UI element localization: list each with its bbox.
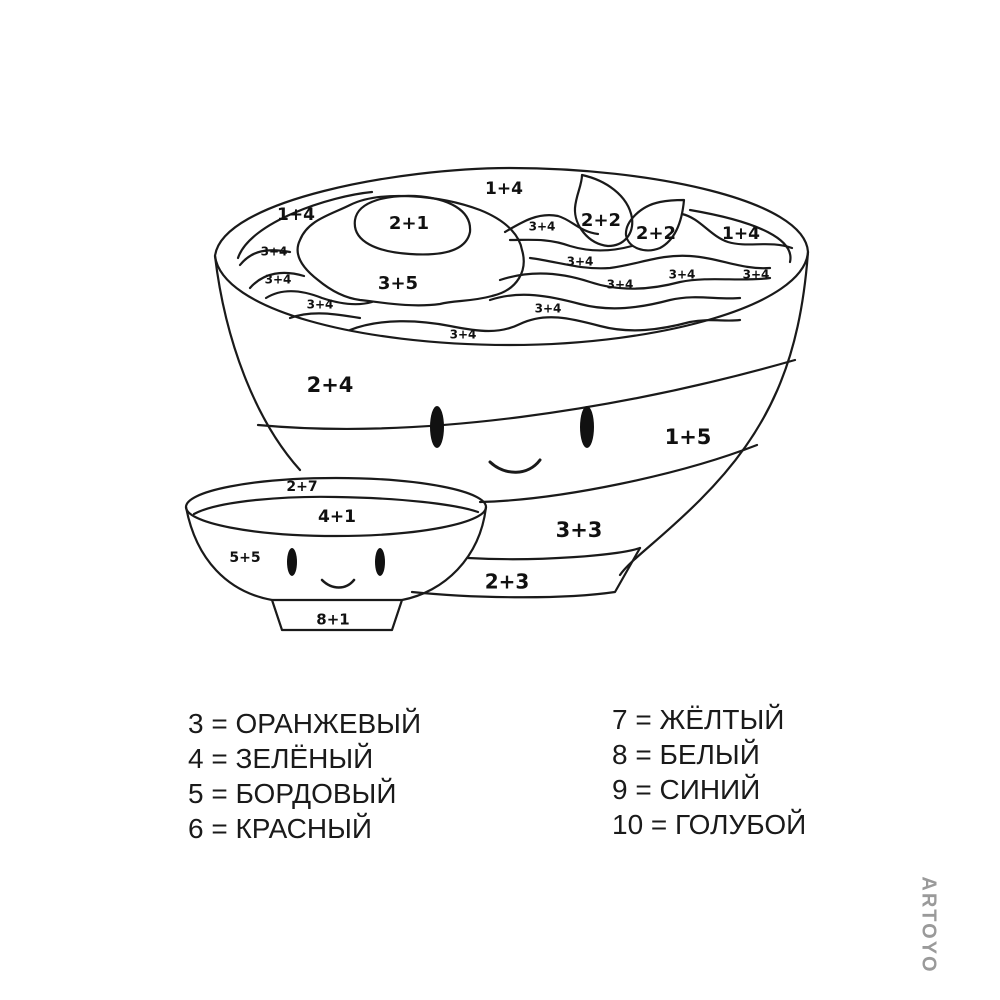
label-small-soup: 4+1	[318, 507, 356, 527]
color-legend-left: 3 = ОРАНЖЕВЫЙ 4 = ЗЕЛЁНЫЙ 5 = БОРДОВЫЙ 6…	[188, 706, 421, 846]
egg-white	[296, 194, 525, 307]
noodle-line	[528, 254, 772, 270]
noodle-line	[348, 316, 742, 333]
noodle-line	[288, 312, 362, 320]
legend-item: 7 = ЖЁЛТЫЙ	[612, 704, 785, 735]
label-small-base: 8+1	[316, 611, 349, 629]
noodle-line	[680, 212, 794, 250]
noodle-line	[238, 249, 292, 267]
label-upper-band: 2+4	[307, 373, 354, 397]
big-bowl-band-low	[466, 546, 642, 561]
big-bowl-band-top	[256, 358, 797, 430]
big-bowl-body-right	[618, 250, 810, 577]
leaf-left	[573, 173, 634, 248]
small-bowl-smile	[320, 578, 356, 589]
label-noodle: 3+4	[261, 245, 288, 259]
big-bowl-smile	[488, 458, 542, 474]
label-noodle: 3+4	[743, 268, 770, 282]
small-bowl-left-eye	[287, 548, 297, 576]
big-bowl-band-middle	[478, 443, 759, 504]
watermark-text: ARTOYO	[917, 876, 940, 974]
egg-yolk	[353, 194, 472, 256]
label-egg-white: 3+5	[378, 273, 418, 294]
label-noodle: 3+4	[450, 328, 477, 342]
label-noodle: 3+4	[307, 298, 334, 312]
small-bowl-body	[184, 505, 488, 602]
label-base: 2+3	[485, 570, 530, 594]
legend-item: 3 = ОРАНЖЕВЫЙ	[188, 708, 422, 739]
big-bowl-body	[213, 254, 302, 472]
label-noodle: 3+4	[265, 273, 292, 287]
noodle-line	[508, 238, 634, 252]
label-lower-band: 3+3	[556, 518, 603, 542]
label-noodle: 3+4	[535, 302, 562, 316]
noodle-line	[498, 272, 772, 290]
label-small-rim: 2+7	[286, 479, 317, 495]
label-top-left: 1+4	[277, 205, 315, 225]
label-yolk: 2+1	[389, 213, 429, 234]
small-bowl-base	[270, 598, 404, 632]
leaf-right	[624, 198, 686, 252]
small-bowl-soup-line	[192, 495, 480, 516]
small-bowl-right-eye	[375, 548, 385, 576]
big-bowl-inner-line-right	[688, 208, 792, 264]
legend-item: 6 = КРАСНЫЙ	[188, 813, 373, 844]
noodle-line	[264, 290, 374, 306]
noodle-line	[248, 271, 306, 290]
label-noodle: 3+4	[607, 278, 634, 292]
label-leaf-right: 2+2	[636, 223, 676, 244]
label-leaf-left: 2+2	[581, 210, 621, 231]
legend-item: 9 = СИНИЙ	[612, 774, 761, 805]
legend-item: 8 = БЕЛЫЙ	[612, 739, 760, 770]
big-bowl-right-eye	[580, 406, 594, 448]
noodle-line	[503, 214, 600, 236]
artoyo-watermark: ARTOYO	[910, 870, 946, 980]
big-bowl: 1+4 2+1 1+4 2+2 2+2 1+4 3+5 3+4 3+4 3+4 …	[213, 166, 810, 599]
big-bowl-left-eye	[430, 406, 444, 448]
label-top-center: 1+4	[485, 179, 523, 199]
noodle-line	[488, 293, 742, 310]
legend-item: 4 = ЗЕЛЁНЫЙ	[188, 743, 374, 774]
label-small-body: 5+5	[229, 550, 260, 566]
small-bowl: 2+7 4+1 5+5 8+1	[184, 476, 488, 632]
legend-item: 10 = ГОЛУБОЙ	[612, 809, 807, 840]
label-right-band: 1+5	[665, 425, 712, 449]
legend-item: 5 = БОРДОВЫЙ	[188, 778, 397, 809]
big-bowl-inner-line	[236, 190, 374, 260]
label-noodle: 3+4	[529, 220, 556, 234]
label-noodle: 3+4	[567, 255, 594, 269]
color-legend-right: 7 = ЖЁЛТЫЙ 8 = БЕЛЫЙ 9 = СИНИЙ 10 = ГОЛУ…	[612, 702, 806, 842]
label-top-right: 1+4	[722, 224, 760, 244]
big-bowl-base	[410, 546, 642, 599]
label-noodle: 3+4	[669, 268, 696, 282]
